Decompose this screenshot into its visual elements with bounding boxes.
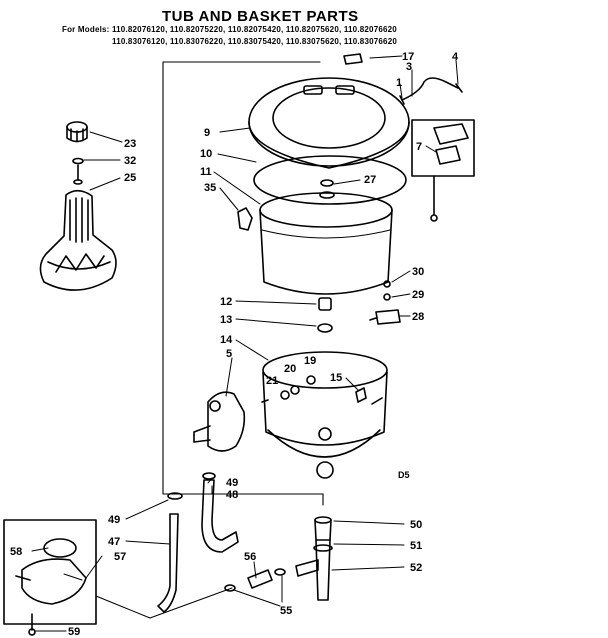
part-21	[280, 390, 290, 400]
motor-inset	[3, 519, 97, 636]
callout-49a: 49	[226, 477, 238, 489]
callout-30: 30	[412, 266, 424, 278]
callout-17: 17	[402, 51, 414, 63]
callout-11: 11	[200, 166, 212, 178]
model-list-line-2: 110.83076120, 110.83076220, 110.83075420…	[112, 37, 397, 46]
callout-55: 55	[280, 605, 292, 617]
callout-48: 48	[226, 489, 238, 501]
drive-nut-part	[318, 297, 332, 311]
part-19	[306, 375, 316, 385]
agitator-washer-part	[72, 157, 84, 165]
callout-5: 5	[226, 348, 232, 360]
lid-switch-part	[411, 119, 475, 222]
callout-14: 14	[220, 334, 233, 346]
callout-9: 9	[204, 127, 210, 139]
callout-3: 3	[406, 61, 412, 73]
callout-58: 58	[10, 546, 22, 558]
hose-clamp-part	[167, 492, 183, 500]
agitator-part	[39, 164, 117, 291]
seal-part	[317, 323, 333, 333]
agitator-cap-part	[66, 121, 88, 143]
callout-4: 4	[452, 51, 459, 63]
callout-27: 27	[364, 174, 376, 186]
callout-23: 23	[124, 138, 136, 150]
part-20	[290, 385, 300, 395]
part-15	[355, 387, 367, 403]
callout-10: 10	[200, 148, 212, 160]
model-list-line-1: For Models: 110.82076120, 110.82075220, …	[62, 25, 397, 34]
drain-hose-part	[157, 513, 179, 613]
callout-21: 21	[266, 375, 278, 387]
tub-top-ring-part	[248, 77, 410, 169]
callout-1: 1	[396, 77, 402, 89]
callout-13: 13	[220, 314, 232, 326]
connector-hose-part	[247, 569, 273, 589]
callout-7: 7	[416, 141, 422, 153]
wash-basket-part	[259, 192, 393, 295]
callout-47: 47	[108, 536, 120, 548]
wire-harness-part	[399, 77, 463, 105]
callout-32: 32	[124, 155, 136, 167]
washer-part	[383, 293, 391, 301]
callout-52: 52	[410, 562, 422, 574]
hose-clamp-part-2	[202, 472, 216, 480]
callout-12: 12	[220, 296, 232, 308]
bracket-part	[369, 309, 401, 325]
callout-25: 25	[124, 172, 136, 184]
assembly-reference-line	[162, 61, 324, 495]
callout-28: 28	[412, 311, 424, 323]
screw-part	[383, 280, 391, 288]
callout-15: 15	[330, 372, 342, 384]
callout-56: 56	[244, 551, 256, 563]
callout-50: 50	[410, 519, 422, 531]
callout-49b: 49	[108, 514, 120, 526]
outer-tub-part	[261, 351, 388, 479]
callout-29: 29	[412, 289, 424, 301]
callout-57: 57	[114, 551, 126, 563]
diagram-title: TUB AND BASKET PARTS	[162, 8, 359, 25]
water-inlet-part	[295, 516, 333, 601]
callout-59: 59	[68, 626, 80, 638]
tub-ring-gasket-part	[253, 155, 407, 205]
callout-51: 51	[410, 540, 422, 552]
clamp-55b	[274, 568, 286, 576]
callout-20: 20	[284, 363, 296, 375]
pump-hose-part	[201, 479, 239, 553]
pump-part	[193, 391, 246, 452]
basket-clip-part	[237, 207, 253, 231]
small-clip-part	[343, 53, 363, 65]
corner-mark: D5	[398, 470, 410, 480]
clamp-55a	[224, 584, 236, 592]
callout-35: 35	[204, 182, 216, 194]
basket-hub-part	[319, 179, 335, 199]
callout-19: 19	[304, 355, 316, 367]
